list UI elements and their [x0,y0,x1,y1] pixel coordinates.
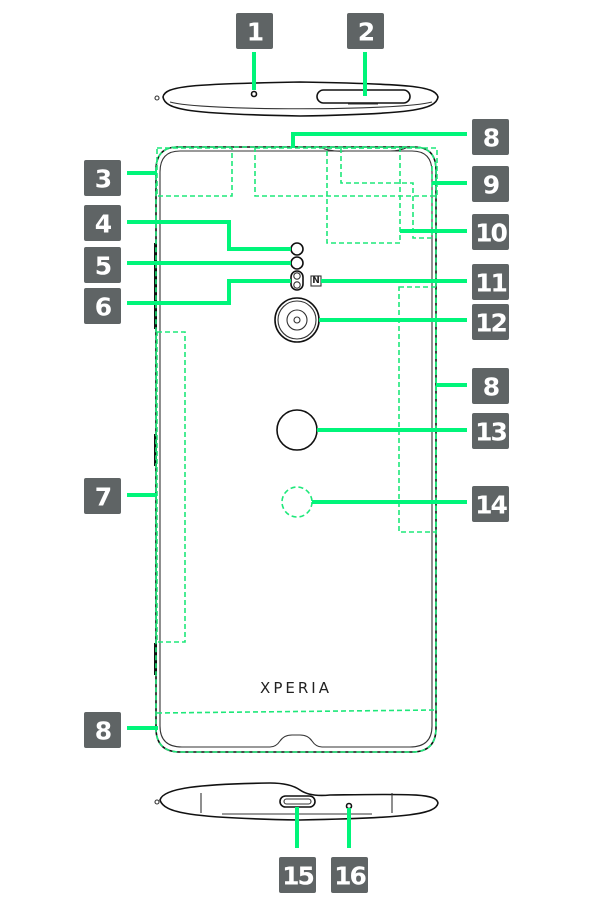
callout-number: 10 [475,219,507,248]
phone-back-view: N XPERIA [154,146,438,753]
callout-badge-11: 11 [472,264,509,300]
callout-badge-box [84,288,121,324]
callout-badge-box [347,13,384,49]
callout-number: 4 [95,210,112,239]
top-sensor-bump [319,146,409,152]
callout-number: 9 [483,171,499,200]
callout-badge-box [472,214,509,250]
callout-number: 11 [475,269,506,298]
callout-badge-box [84,478,121,514]
flash-led-2 [293,281,301,289]
callout-number: 5 [95,252,111,281]
zone-10-outer [326,147,401,244]
side-button-upper [154,243,157,329]
callout-badge-box [472,166,509,202]
zone-8-top [254,147,438,197]
bottom-microphone-hole [345,802,353,810]
callout-badge-8a: 8 [472,119,509,155]
callout-number: 14 [475,491,507,520]
rear-camera-outer [274,297,320,343]
callout-badge-6: 6 [84,288,121,324]
leader-8a [291,132,467,148]
callout-badge-box [472,304,509,340]
callout-badge-1: 1 [236,13,273,49]
callout-badge-15: 15 [279,857,316,893]
callout-number: 1 [247,18,263,47]
rear-camera-center [293,316,301,324]
top-edge-lip [169,101,433,110]
usb-port-inner [283,798,312,805]
callout-badge-box [472,264,509,300]
qi-charging-area [281,486,313,518]
callout-number: 8 [483,124,499,153]
zone-7 [156,331,186,643]
leader-4 [127,220,291,251]
callout-badge-box [472,413,509,449]
callout-badge-box [84,712,121,748]
callout-badge-13: 13 [472,413,509,449]
callout-number: 8 [483,373,499,402]
top-edge-view [154,81,439,117]
bottom-edge-outline [159,782,439,821]
sensor-upper [290,242,304,256]
callout-badge-7: 7 [84,478,121,514]
callout-badge-box [331,857,368,893]
callout-number: 13 [475,418,506,447]
callout-number: 16 [334,862,366,891]
callout-number: 12 [475,309,506,338]
nfc-mark-icon: N [312,276,320,286]
flash-led-1 [293,272,301,280]
callout-number: 7 [95,483,111,512]
callout-number: 15 [282,862,313,891]
callout-badge-16: 16 [331,857,368,893]
callout-badge-box [84,205,121,241]
callout-badge-14: 14 [472,486,509,522]
zone-8-bottom-line [156,709,437,714]
callout-number: 6 [95,293,112,322]
leader-lines [127,52,467,848]
callout-badge-8b: 8 [472,368,509,404]
zone-3 [156,147,233,197]
callout-number: 2 [358,18,374,47]
brand-logo: XPERIA [260,679,332,697]
top-edge-button-nub [154,95,160,101]
fingerprint-sensor [276,409,318,451]
zone-9 [340,148,433,239]
callout-badge-3: 3 [84,160,121,196]
callout-badge-12: 12 [472,304,509,340]
callout-badge-box [236,13,273,49]
flash-housing [290,270,304,291]
bottom-edge-button-nub [154,799,160,805]
callout-badge-9: 9 [472,166,509,202]
callout-badge-8c: 8 [84,712,121,748]
callout-number: 8 [95,717,111,746]
callout-badge-10: 10 [472,214,509,250]
callout-badge-box [84,247,121,283]
callout-badge-box [472,368,509,404]
callout-badge-box [472,486,509,522]
top-microphone-hole [250,90,258,98]
callout-badge-4: 4 [84,205,121,241]
callout-badge-box [84,160,121,196]
phone-inner-bezel [159,150,433,748]
callout-badge-5: 5 [84,247,121,283]
top-edge-outline [162,81,439,117]
callout-badge-2: 2 [347,13,384,49]
leader-6 [127,279,291,305]
callout-badge-box [472,119,509,155]
callout-badge-box [279,857,316,893]
callout-number: 3 [95,165,111,194]
usb-port [279,795,316,808]
rear-camera-lens [286,309,308,331]
sensor-lower [290,256,304,270]
zone-8-right [398,286,437,533]
rear-camera-ring [277,300,317,340]
